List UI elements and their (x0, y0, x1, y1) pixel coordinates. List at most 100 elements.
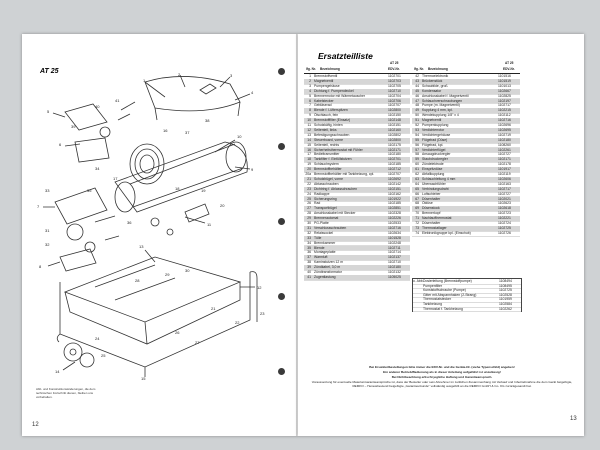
part-number: 44 (415, 83, 419, 88)
part-description: Schutzbügel, vorne (314, 176, 344, 181)
part-description: Thermostatstecker (423, 297, 452, 302)
part-edv-number: 1102021 (498, 196, 511, 201)
part-edv-number: 1102150 (388, 113, 401, 118)
part-description: Schlauchverschraubungen (422, 98, 463, 103)
part-number: 48 (415, 103, 419, 108)
part-description: Schlauchsystem (314, 162, 339, 167)
diagram-label: 15 (141, 376, 146, 381)
binder-hole (278, 368, 285, 375)
part-number: 65 (415, 186, 419, 191)
diagram-label: 24 (95, 336, 100, 341)
col-header-edv-2: EDV-Nr. (503, 67, 515, 71)
part-description: Flügelrad, kpl. (422, 142, 444, 147)
part-number: 55 (415, 137, 419, 142)
part-description: Blende (314, 245, 325, 250)
part-description: Zündelektrode (422, 162, 444, 167)
part-edv-number: 1102171 (498, 157, 511, 162)
diagram-label: 20 (220, 203, 225, 208)
part-number: 54 (415, 132, 419, 137)
diagram-label: 33 (45, 188, 50, 193)
part-edv-number: 1102178 (498, 162, 511, 167)
part-description: Sicherheitsthermostat mit Fühler (314, 147, 363, 152)
col-header-model-2: AT 25 (505, 61, 514, 65)
part-description: Ölschlauch, fein (314, 113, 339, 118)
part-edv-number: 1102800 (388, 108, 401, 113)
part-description: Ansaugdruckregler (422, 152, 451, 157)
part-edv-number: 1102261 (498, 147, 511, 152)
part-number: 11 (307, 123, 311, 127)
col-header-desc: Bezeichnung (320, 67, 340, 71)
part-edv-number: 1102704 (388, 93, 401, 98)
part-number: 67 (415, 196, 419, 201)
col-header-nr-2: Ifg. Nr. (414, 67, 424, 71)
diagram-label: 34 (95, 166, 100, 171)
part-description: Verdichterrotor (422, 127, 445, 132)
part-edv-number: 1102328 (388, 211, 401, 216)
part-description: Verdichtergehäuse (422, 132, 451, 137)
part-description: Sicherungsring (314, 196, 337, 201)
part-description: Kabelstecker (314, 98, 334, 103)
binder-hole (278, 143, 285, 150)
diagram-label: 35 (87, 188, 92, 193)
part-number: 15 (307, 142, 311, 147)
part-number: 21 (307, 176, 311, 181)
part-number: 69 (415, 206, 419, 211)
diagram-label: 32 (45, 242, 50, 247)
part-number: 52 (415, 123, 419, 127)
binder-hole (278, 293, 285, 300)
part-edv-number: 1102667 (498, 88, 511, 93)
diagram-label: 17 (113, 176, 118, 181)
diagram-label: 27 (195, 340, 200, 345)
part-number: 28 (307, 211, 311, 216)
part-number: 5 (309, 93, 311, 98)
diagram-label: 13 (139, 244, 144, 249)
part-description: Brennstofffilter (Einsatz) (314, 118, 351, 123)
part-edv-number: 1101516 (498, 74, 511, 78)
part-number: 7 (309, 103, 311, 108)
part-edv-number: 1108495 (499, 283, 512, 288)
part-number: 3 (309, 83, 311, 88)
col-header-edv: EDV-Nr. (388, 67, 400, 71)
part-edv-number: 1102151 (388, 186, 401, 191)
diagram-label: 12 (257, 285, 262, 290)
part-edv-number: 1102727 (498, 191, 511, 196)
part-edv-number: 1102221 (498, 216, 511, 221)
part-number: 72 (415, 221, 419, 225)
part-edv-number: 1102142 (388, 181, 401, 186)
part-number: 18 (307, 157, 311, 162)
diagram-label: 9 (251, 167, 254, 172)
part-description: Verdichterflügel (422, 147, 446, 152)
part-edv-number: 1102162 (388, 191, 401, 196)
part-number: 8 (309, 108, 311, 113)
diagram-label: 11 (207, 222, 212, 227)
part-edv-number: 1102262 (499, 306, 512, 311)
part-number: 16 (307, 147, 311, 152)
part-description: Brennstoffbehälter (314, 167, 342, 172)
part-number: 29 (307, 216, 311, 221)
part-description: Tankheizung (423, 302, 443, 306)
part-edv-number: 1102717 (498, 186, 511, 191)
part-edv-number: 1102705 (388, 83, 401, 88)
diagram-label: 22 (235, 320, 240, 325)
diagram-label: 7 (37, 204, 40, 209)
part-number: 59 (415, 157, 419, 162)
part-edv-number: 1102703 (388, 78, 401, 83)
part-description: Abfallkupplung (422, 172, 445, 176)
part-description: Dichtung f. Pumpendeckel (314, 88, 354, 93)
part-edv-number: 1102634 (388, 230, 401, 235)
diagram-label: 3 (230, 73, 233, 78)
part-number: 23 (307, 186, 311, 191)
part-number: 13 (307, 132, 311, 137)
part-edv-number: 1102180 (498, 137, 511, 142)
part-number: 17 (307, 152, 311, 157)
diagram-label: 6 (59, 142, 62, 147)
